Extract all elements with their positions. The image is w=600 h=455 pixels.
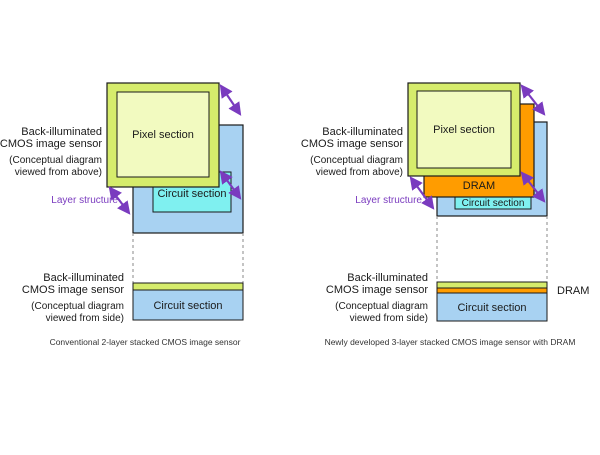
left-top-label-line2: CMOS image sensor — [0, 138, 102, 150]
left-layer-structure-label: Layer structure — [51, 195, 118, 206]
right-layer-arrow-bottom — [409, 176, 435, 210]
right-layer-arrow-mid — [520, 171, 546, 203]
left-layer-arrow-mid — [219, 170, 242, 200]
right-layer-structure-label: Layer structure — [355, 195, 422, 206]
right-side-pixel-layer — [436, 281, 548, 289]
left-side-label-line2: CMOS image sensor — [22, 284, 124, 296]
right-side-sub-line2: viewed from side) — [350, 313, 428, 324]
right-diagram: Circuit section DRAM Pixel section Back-… — [301, 82, 589, 347]
left-circuit-section-label: Circuit section — [157, 188, 226, 200]
left-pixel-inner-block — [116, 91, 210, 178]
right-top-label-line2: CMOS image sensor — [301, 138, 403, 150]
right-circuit-section-label: Circuit section — [462, 198, 525, 209]
left-side-sub-line1: (Conceptual diagram — [31, 301, 124, 312]
right-side-label-line2: CMOS image sensor — [326, 284, 428, 296]
right-dram-label: DRAM — [463, 180, 495, 192]
left-top-sub-line2: viewed from above) — [15, 167, 102, 178]
left-side-sub-line2: viewed from side) — [46, 313, 124, 324]
left-top-sub-line1: (Conceptual diagram — [9, 155, 102, 166]
right-side-circuit-layer — [436, 292, 548, 322]
left-top-label-line1: Back-illuminated — [21, 126, 102, 138]
left-pixel-section-label: Pixel section — [132, 129, 194, 141]
left-side-circuit-label: Circuit section — [153, 300, 222, 312]
right-side-dram-layer — [436, 287, 548, 294]
left-side-circuit-layer — [132, 289, 244, 321]
right-layer-arrow-top — [520, 84, 546, 116]
left-side-pixel-layer — [132, 282, 244, 291]
left-side-label-line1: Back-illuminated — [43, 272, 124, 284]
right-top-label-line1: Back-illuminated — [322, 126, 403, 138]
right-pixel-section-label: Pixel section — [433, 124, 495, 136]
left-caption: Conventional 2-layer stacked CMOS image … — [50, 337, 241, 347]
right-top-sub-line1: (Conceptual diagram — [310, 155, 403, 166]
right-side-sub-line1: (Conceptual diagram — [335, 301, 428, 312]
right-side-circuit-label: Circuit section — [457, 302, 526, 314]
left-layer-arrow-top — [219, 84, 242, 116]
right-caption: Newly developed 3-layer stacked CMOS ima… — [325, 337, 576, 347]
right-pixel-inner-block — [416, 90, 512, 169]
right-side-dram-label: DRAM — [557, 285, 589, 297]
left-layer-arrow-bottom — [108, 186, 131, 215]
right-top-sub-line2: viewed from above) — [316, 167, 403, 178]
left-diagram: Circuit section Pixel section Back-illum… — [0, 82, 244, 347]
right-side-label-line1: Back-illuminated — [347, 272, 428, 284]
